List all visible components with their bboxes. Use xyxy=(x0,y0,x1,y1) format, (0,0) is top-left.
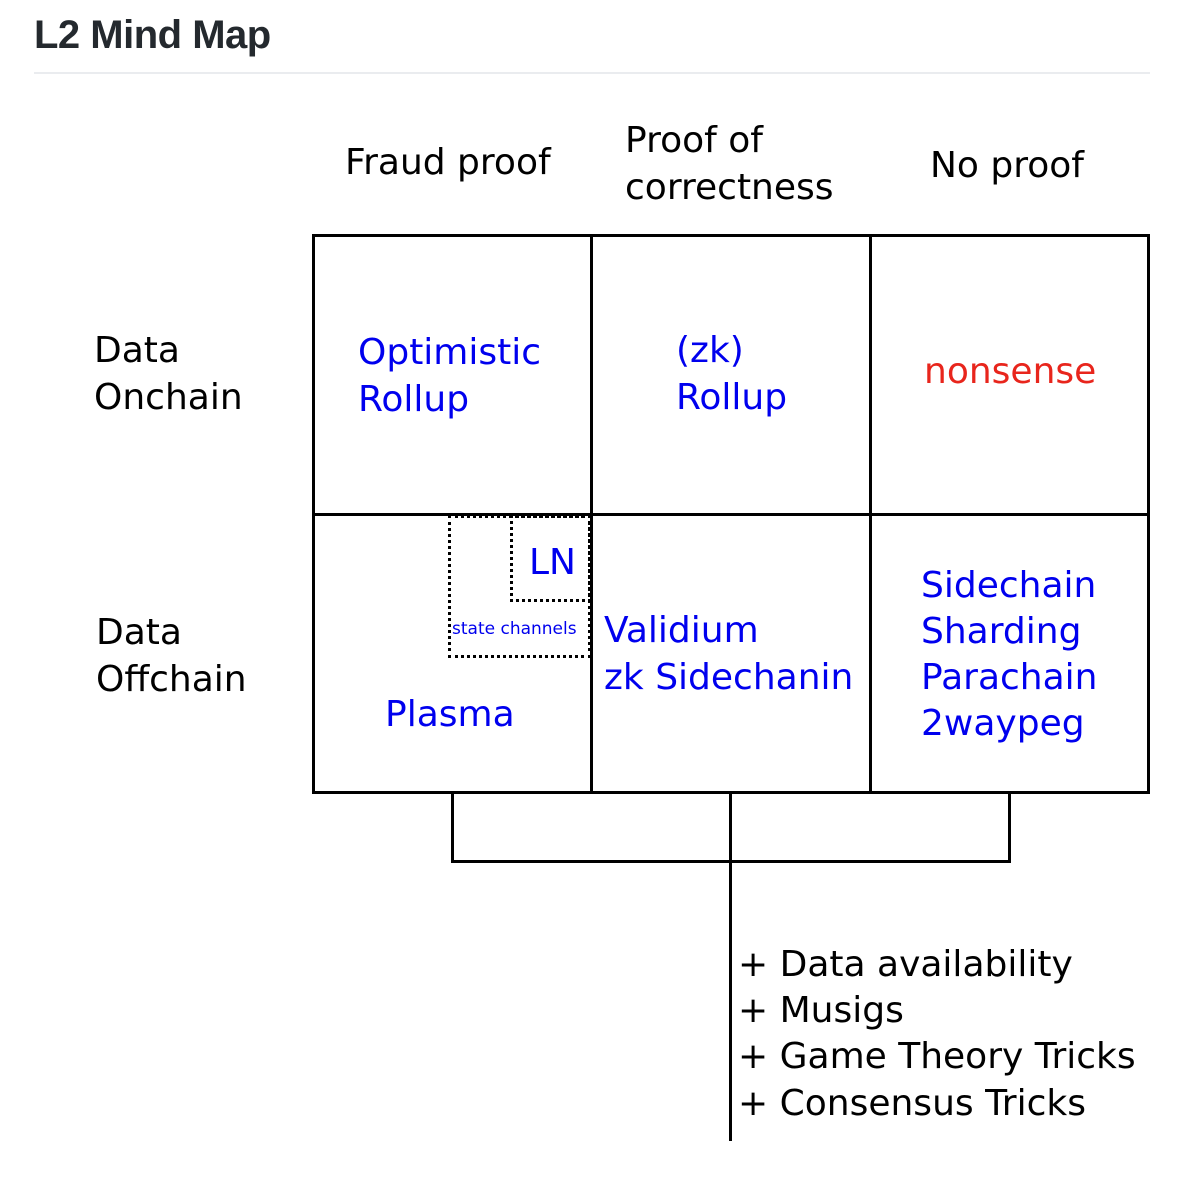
column-header-no-proof: No proof xyxy=(930,145,1084,186)
grid-line-top xyxy=(312,234,1150,237)
grid-line-col-3 xyxy=(869,234,872,794)
state-channels-label: state channels xyxy=(452,619,577,639)
bracket-stem xyxy=(729,793,732,1141)
ln-box xyxy=(510,515,591,602)
extras-item: + Consensus Tricks xyxy=(738,1083,1086,1124)
grid-line-left xyxy=(312,234,315,794)
bracket-crossbar xyxy=(451,860,1011,863)
row-header-line: Offchain xyxy=(96,659,247,700)
cell-text-line: Sidechain xyxy=(921,565,1097,606)
bracket-right-leg xyxy=(1008,793,1011,863)
cell-text-line: Parachain xyxy=(921,657,1098,698)
column-header-fraud-proof: Fraud proof xyxy=(345,142,551,183)
cell-nonsense: nonsense xyxy=(924,351,1097,392)
row-header-line: Onchain xyxy=(94,377,243,418)
extras-item: + Data availability xyxy=(738,944,1073,985)
grid-line-middle xyxy=(312,513,1150,516)
plasma-label: Plasma xyxy=(385,694,515,735)
grid-line-bottom xyxy=(312,791,1150,794)
cell-text-line: Validium xyxy=(604,610,759,651)
cell-text-line: Optimistic xyxy=(358,332,542,373)
extras-item: + Game Theory Tricks xyxy=(738,1036,1136,1077)
cell-text-line: Rollup xyxy=(358,379,470,420)
cell-text-line: zk Sidechanin xyxy=(604,657,854,698)
row-header-line: Data xyxy=(94,330,180,371)
grid-line-col-2 xyxy=(590,234,593,794)
bracket-left-leg xyxy=(451,793,454,863)
ln-label: LN xyxy=(529,542,576,583)
column-header-line: Proof of xyxy=(625,120,763,161)
page-title: L2 Mind Map xyxy=(34,13,271,57)
cell-text-line: Sharding xyxy=(921,611,1082,652)
row-header-line: Data xyxy=(96,612,182,653)
cell-text-line: Rollup xyxy=(676,377,788,418)
cell-text-line: (zk) xyxy=(676,330,744,371)
extras-item: + Musigs xyxy=(738,990,904,1031)
cell-text-line: 2waypeg xyxy=(921,703,1085,744)
column-header-line: correctness xyxy=(625,167,834,208)
title-divider xyxy=(34,72,1150,74)
grid-line-right xyxy=(1147,234,1150,794)
